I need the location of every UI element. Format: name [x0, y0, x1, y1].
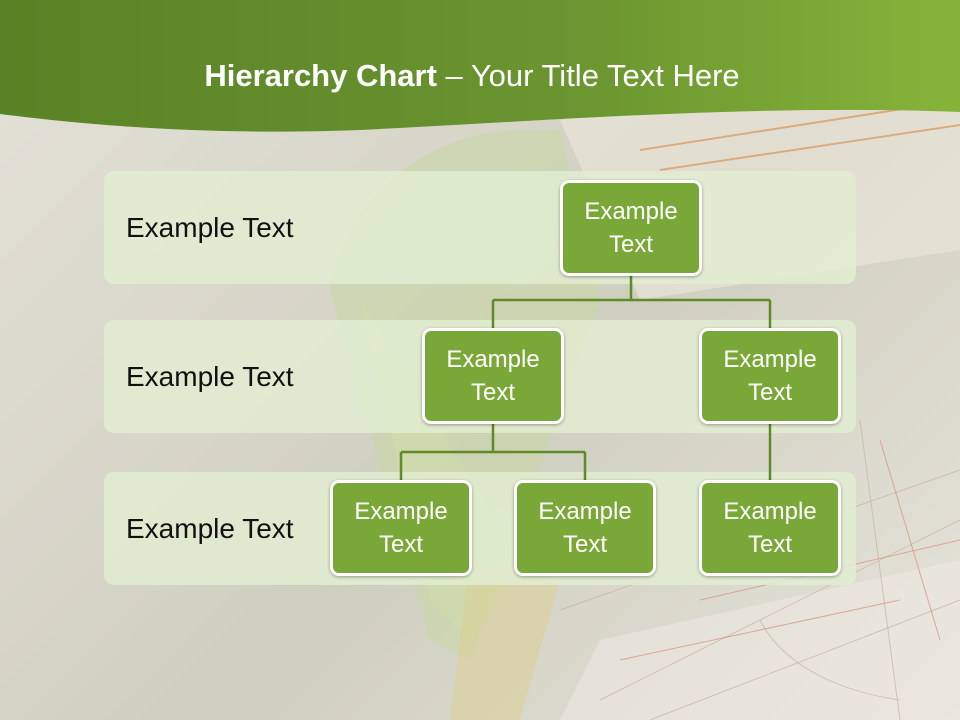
header-band — [0, 0, 960, 132]
node-root-label: Example Text — [584, 198, 678, 258]
node-level3-3[interactable]: Example Text — [699, 480, 841, 576]
node-level3-2-label: Example Text — [538, 498, 632, 558]
connector-left-to-level3 — [399, 423, 587, 481]
node-level2-left[interactable]: Example Text — [422, 328, 564, 424]
node-level3-1[interactable]: Example Text — [330, 480, 472, 576]
node-level2-right-label: Example Text — [723, 346, 817, 406]
level-label-1: Example Text — [126, 212, 294, 243]
connector-root-to-level2 — [491, 275, 772, 329]
node-level3-2[interactable]: Example Text — [514, 480, 656, 576]
level-label-2: Example Text — [126, 361, 294, 392]
node-level2-right[interactable]: Example Text — [699, 328, 841, 424]
node-level3-3-label: Example Text — [723, 498, 817, 558]
level-label-3: Example Text — [126, 513, 294, 544]
slide-title: Hierarchy Chart – Your Title Text Here — [0, 54, 944, 98]
node-level3-1-label: Example Text — [354, 498, 448, 558]
title-bold: Hierarchy Chart — [204, 58, 437, 93]
node-level2-left-label: Example Text — [446, 346, 540, 406]
level-band-1: Example Text — [104, 171, 856, 284]
node-root[interactable]: Example Text — [560, 180, 702, 276]
title-rest: – Your Title Text Here — [436, 58, 740, 93]
